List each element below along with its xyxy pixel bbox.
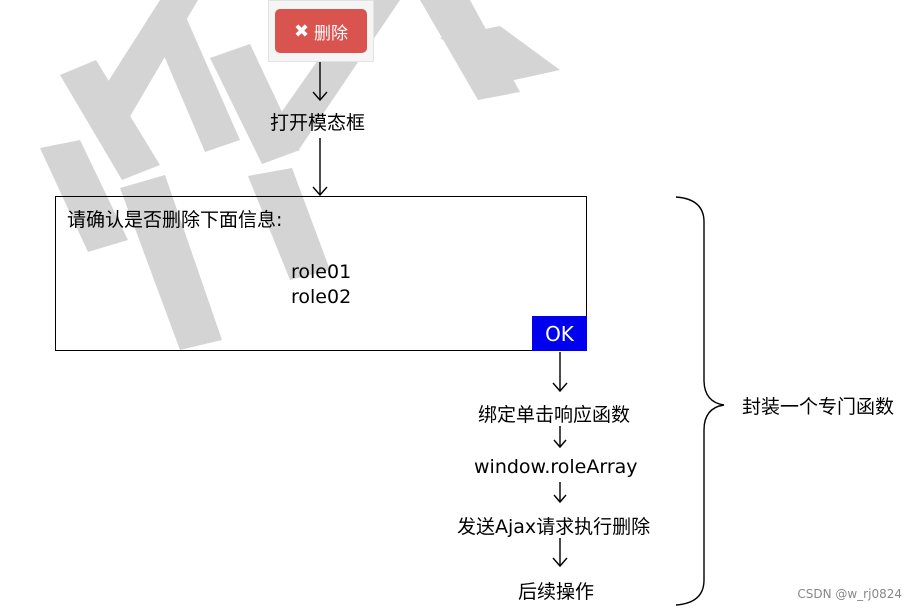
modal-message: 请确认是否删除下面信息: [67,209,283,231]
modal-item: role01 [291,261,352,283]
ok-button[interactable]: OK [532,316,587,351]
delete-button-label: 删除 [314,23,349,44]
delete-button[interactable]: ✖ 删除 [275,9,367,53]
step-follow-up: 后续操作 [518,581,595,603]
step-role-array: window.roleArray [474,456,638,478]
step-bind-click: 绑定单击响应函数 [478,404,631,426]
step-open-modal: 打开模态框 [270,112,366,134]
modal-item: role02 [291,286,352,308]
confirm-modal: 请确认是否删除下面信息: role01 role02 [55,196,587,351]
close-icon: ✖ [293,20,310,42]
step-send-ajax: 发送Ajax请求执行删除 [457,516,651,538]
source-credit: CSDN @w_rj0824 [797,587,902,601]
brace-label: 封装一个专门函数 [742,396,895,418]
